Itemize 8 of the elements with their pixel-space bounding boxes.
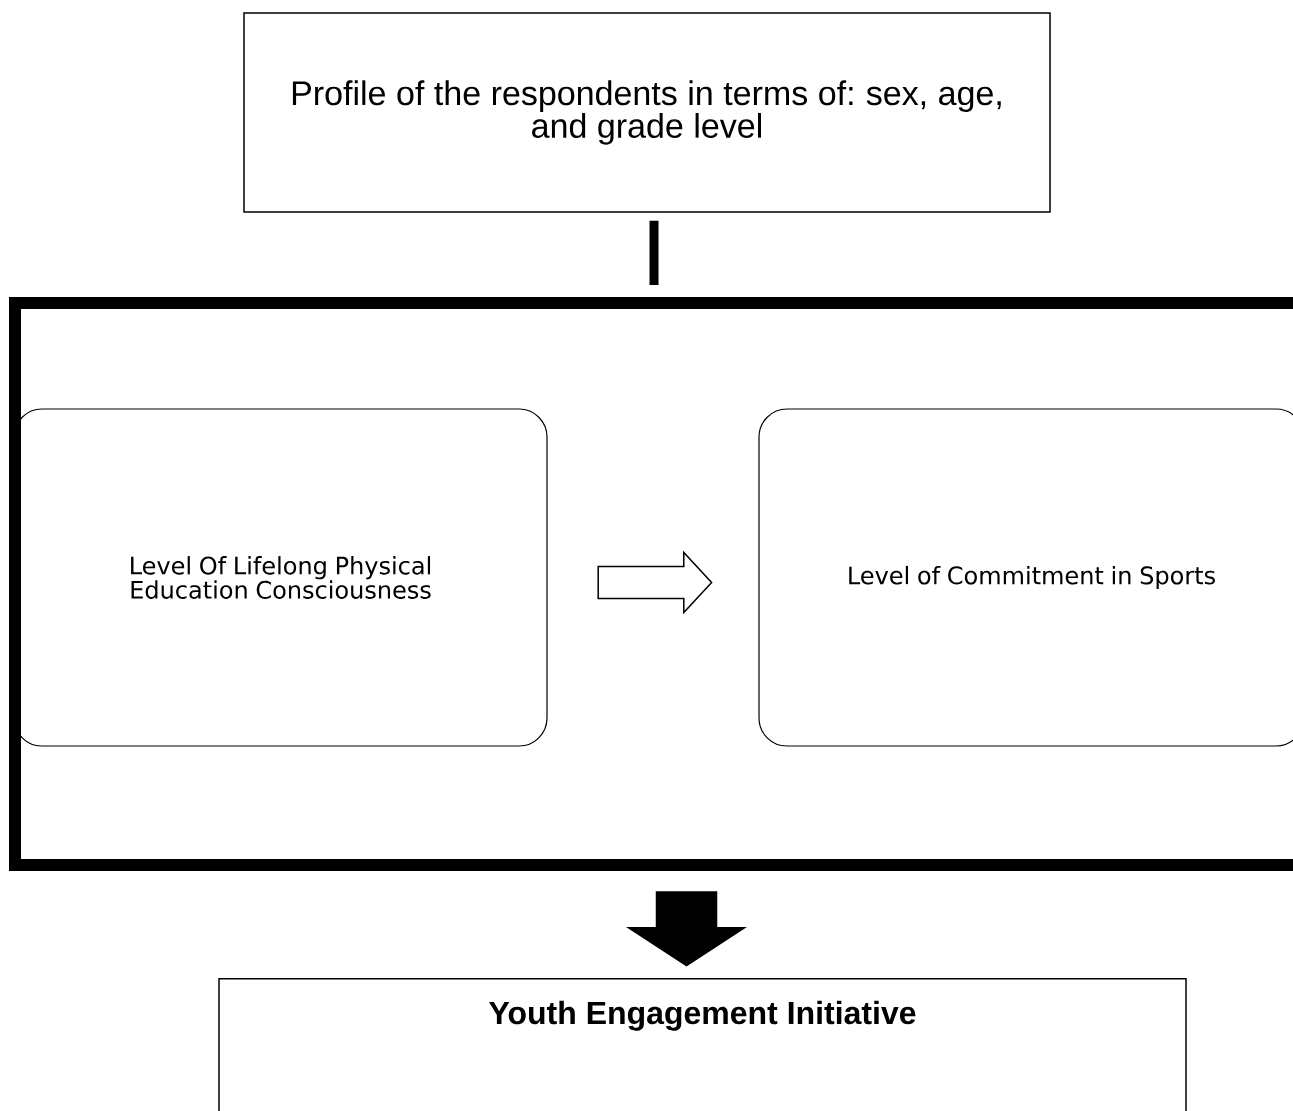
block-arrow [597, 550, 713, 615]
rounded-box: Level of Commitment in Sports [758, 408, 1293, 747]
block-arrow [626, 891, 748, 967]
frame-box [9, 297, 1293, 871]
rounded-box: Level Of Lifelong Physical Education Consciousness [13, 408, 548, 747]
connector-line [649, 220, 659, 285]
heading-box: Youth Engagement Initiative [218, 978, 1187, 1111]
text-box: Profile of the respondents in terms of: sex, age, and grade level [243, 12, 1051, 213]
